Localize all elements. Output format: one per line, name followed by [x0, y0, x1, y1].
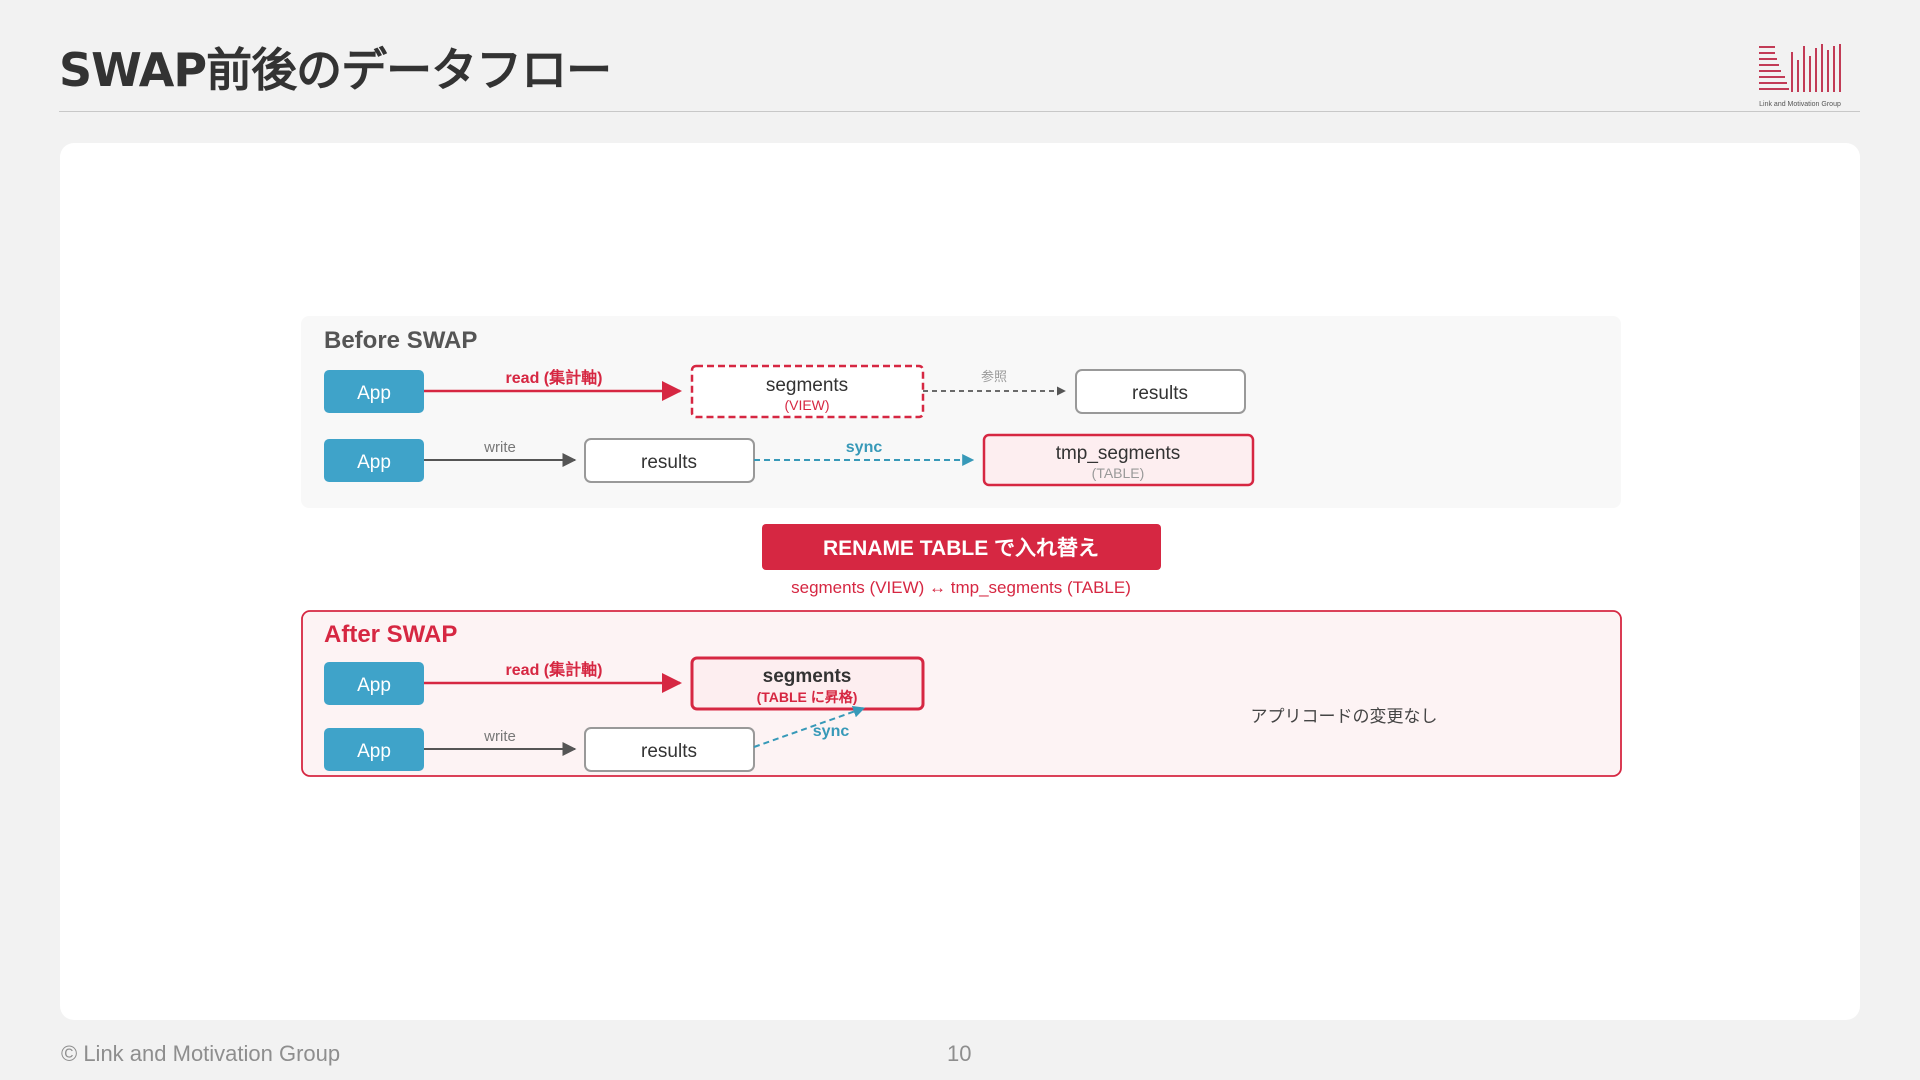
read-edge-label: read (集計軸): [506, 660, 603, 679]
write-edge-label: write: [483, 728, 516, 745]
before-swap-heading: Before SWAP: [324, 327, 477, 354]
segments-table-name: segments: [763, 666, 852, 687]
rename-table-label: RENAME TABLE で入れ替え: [823, 536, 1099, 560]
results-node-after: results: [584, 727, 755, 772]
app-label: App: [357, 675, 391, 696]
company-logo: Link and Motivation Group: [1759, 44, 1841, 108]
results-label: results: [1132, 383, 1188, 404]
no-app-code-change-note: アプリコードの変更なし: [1251, 707, 1438, 726]
page-number: 10: [947, 1041, 972, 1066]
tmp-segments-type: (TABLE): [1092, 465, 1145, 481]
results-node-write: results: [584, 438, 755, 483]
after-swap-section: [301, 610, 1622, 777]
footer-copyright: © Link and Motivation Group: [61, 1041, 341, 1066]
segments-view-node: segments (VIEW): [690, 364, 925, 419]
tmp-segments-name: tmp_segments: [1056, 443, 1181, 464]
page-title: SWAP前後のデータフロー: [59, 43, 612, 97]
segments-table-node: segments (TABLE に昇格): [690, 656, 925, 711]
sync-edge-label: sync: [846, 439, 883, 456]
before-swap-section: [301, 316, 1621, 508]
reference-edge-label: 参照: [981, 369, 1007, 384]
rename-detail: segments (VIEW) ↔ tmp_segments (TABLE): [791, 578, 1131, 597]
read-edge-label: read (集計軸): [506, 368, 603, 387]
before-app-node-2: App: [324, 439, 424, 482]
after-app-node-1: App: [324, 662, 424, 705]
write-edge-label: write: [483, 439, 516, 456]
app-label: App: [357, 383, 391, 404]
after-app-node-2: App: [324, 728, 424, 771]
content-panel: [60, 143, 1860, 1020]
logo-caption: Link and Motivation Group: [1759, 101, 1841, 108]
title-divider: [59, 111, 1860, 112]
after-swap-heading: After SWAP: [324, 621, 457, 648]
rename-table-banner: RENAME TABLE で入れ替え: [762, 524, 1161, 570]
segments-view-type: (VIEW): [784, 397, 829, 413]
segments-table-type: (TABLE に昇格): [757, 689, 858, 705]
app-label: App: [357, 741, 391, 762]
sync-edge-label: sync: [813, 723, 850, 740]
before-app-node-1: App: [324, 370, 424, 413]
results-label: results: [641, 452, 697, 473]
app-label: App: [357, 452, 391, 473]
segments-view-name: segments: [766, 375, 848, 396]
results-label: results: [641, 741, 697, 762]
tmp-segments-table-node: tmp_segments (TABLE): [982, 433, 1255, 487]
results-node-ref: results: [1075, 369, 1246, 414]
